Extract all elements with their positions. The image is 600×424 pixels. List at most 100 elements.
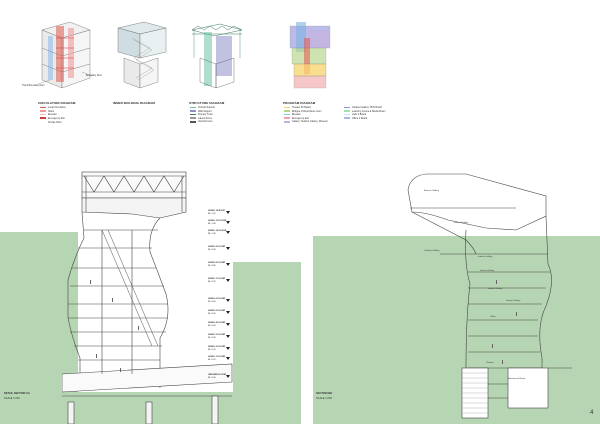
program-legend-label: Theater 52 Board bbox=[292, 106, 311, 109]
section-bb-title: SECTION BB bbox=[316, 392, 332, 395]
level-name: LEVEL 3 FLOOR bbox=[208, 334, 226, 336]
level-name: LEVEL 8 FLOOR bbox=[208, 262, 226, 264]
level-arrow-icon bbox=[226, 263, 230, 266]
room-label: Interior Gallery bbox=[478, 256, 493, 258]
program-legend-label: Office 4 Board bbox=[352, 116, 368, 120]
circulation-legend-label: Emergency Exit bbox=[48, 116, 65, 120]
program-legend-label: Elevator bbox=[292, 113, 301, 117]
level-elevation: RL 0.30 bbox=[208, 336, 216, 339]
page-number: 4 bbox=[590, 410, 594, 416]
level-elevation: RL 1.10 bbox=[208, 212, 216, 215]
program-legend-label: Emergency Exit bbox=[292, 116, 309, 120]
program-legend-swatch bbox=[284, 113, 290, 116]
level-arrow-icon bbox=[226, 335, 230, 338]
room-label: Interior Gallery bbox=[488, 288, 503, 290]
level-elevation: RL 0.40 bbox=[208, 324, 216, 327]
section-bb-drawing bbox=[407, 173, 572, 419]
circulation-legend-swatch bbox=[40, 110, 46, 112]
structure-legend-swatch bbox=[190, 106, 196, 109]
room-label: Exterior Gallery bbox=[424, 190, 440, 192]
level-name: LEVEL 4 FLOOR bbox=[208, 322, 226, 324]
program-legend-swatch bbox=[344, 110, 350, 112]
structure-legend-swatch bbox=[190, 113, 196, 116]
level-name: LEVEL 6 FLOOR bbox=[208, 298, 226, 300]
circulation-legend-label: Local Circulation bbox=[48, 106, 66, 109]
level-name: GROUND FLOOR bbox=[208, 374, 226, 376]
inner-building-diagram bbox=[117, 21, 167, 89]
level-elevation: RL 0.90 bbox=[208, 248, 216, 251]
structure-legend-swatch bbox=[190, 110, 196, 112]
level-arrow-icon bbox=[226, 231, 230, 234]
ground-right bbox=[313, 236, 600, 424]
level-arrow-icon bbox=[226, 279, 230, 282]
program-legend-swatch bbox=[284, 117, 290, 119]
level-elevation: RL 0.20 bbox=[208, 348, 216, 351]
program-legend-swatch bbox=[284, 110, 290, 112]
program-title: PROGRAM DIAGRAM bbox=[283, 101, 316, 105]
program-legend-swatch bbox=[344, 113, 350, 116]
program-legend-label: Outdoor Gallery 7870 Board bbox=[352, 106, 382, 109]
circulation-annotation-1: Trans Boundary Duct bbox=[22, 84, 45, 87]
structure-title: STRUCTURE DIAGRAM bbox=[189, 101, 225, 105]
level-elevation: RL 0.50 bbox=[208, 312, 216, 315]
level-arrow-icon bbox=[226, 323, 230, 326]
room-label: Theatre bbox=[486, 362, 494, 364]
level-arrow-icon bbox=[226, 357, 230, 360]
program-diagram bbox=[289, 22, 331, 89]
circulation-legend-label: Stairs bbox=[48, 109, 55, 113]
level-name: LEVEL 9 FLOOR bbox=[208, 246, 226, 248]
room-label: Interior Gallery bbox=[454, 222, 469, 224]
ground-mid bbox=[233, 262, 301, 424]
room-label: Outdoor Gallery bbox=[424, 250, 440, 252]
level-elevation: RL 0.70 bbox=[208, 280, 216, 283]
level-arrow-icon bbox=[226, 375, 230, 378]
structure-legend-label: Lateral Force bbox=[198, 116, 213, 120]
level-name: LEVEL 7 FLOOR bbox=[208, 278, 226, 280]
structure-diagram bbox=[191, 23, 243, 89]
level-name: LEVEL 12 ROOF bbox=[208, 210, 225, 212]
program-legend-swatch bbox=[284, 121, 290, 123]
level-arrow-icon bbox=[226, 311, 230, 314]
structure-legend-label: Primary Truss bbox=[198, 113, 213, 117]
structure-legend-swatch bbox=[190, 117, 196, 119]
section-aa-drawing bbox=[62, 171, 233, 424]
room-label: Mechanical Room bbox=[508, 378, 526, 380]
room-label: Interior Gallery bbox=[506, 300, 521, 302]
structure-legend-swatch bbox=[190, 121, 196, 123]
level-arrow-icon bbox=[226, 221, 230, 224]
circulation-legend-label: Elevator bbox=[48, 113, 57, 117]
room-label: Office bbox=[490, 316, 496, 318]
circulation-legend-swatch bbox=[40, 117, 46, 119]
level-name: LEVEL 5 FLOOR bbox=[208, 310, 226, 312]
program-legend-label: Gallery, Outdoor Gallery, Museum bbox=[292, 120, 328, 124]
program-legend-label: Learning Centre & Media Room bbox=[352, 109, 386, 113]
circulation-extra-item: Smoke Point bbox=[48, 121, 62, 125]
level-name: LEVEL 11 FLOOR bbox=[208, 220, 227, 222]
level-elevation: RL 0.80 bbox=[208, 264, 216, 267]
program-legend-swatch bbox=[284, 106, 290, 109]
structure-legend-label: Vertical Support bbox=[198, 106, 215, 109]
level-name: LEVEL 2 FLOOR bbox=[208, 346, 226, 348]
level-arrow-icon bbox=[226, 347, 230, 350]
level-arrow-icon bbox=[226, 211, 230, 214]
program-legend-label: Bridges of Restrolious room bbox=[292, 109, 322, 113]
program-legend-swatch bbox=[344, 106, 350, 109]
inner-building-title: INNER BUILDING DIAGRAM bbox=[113, 101, 156, 105]
structure-legend-label: Vertical Force bbox=[198, 120, 213, 124]
level-elevation: RL 1.00 bbox=[208, 232, 216, 235]
circulation-annotation-2: Boundary Duct bbox=[86, 74, 102, 77]
section-aa-title: DETAIL SECTION AA bbox=[4, 392, 30, 395]
